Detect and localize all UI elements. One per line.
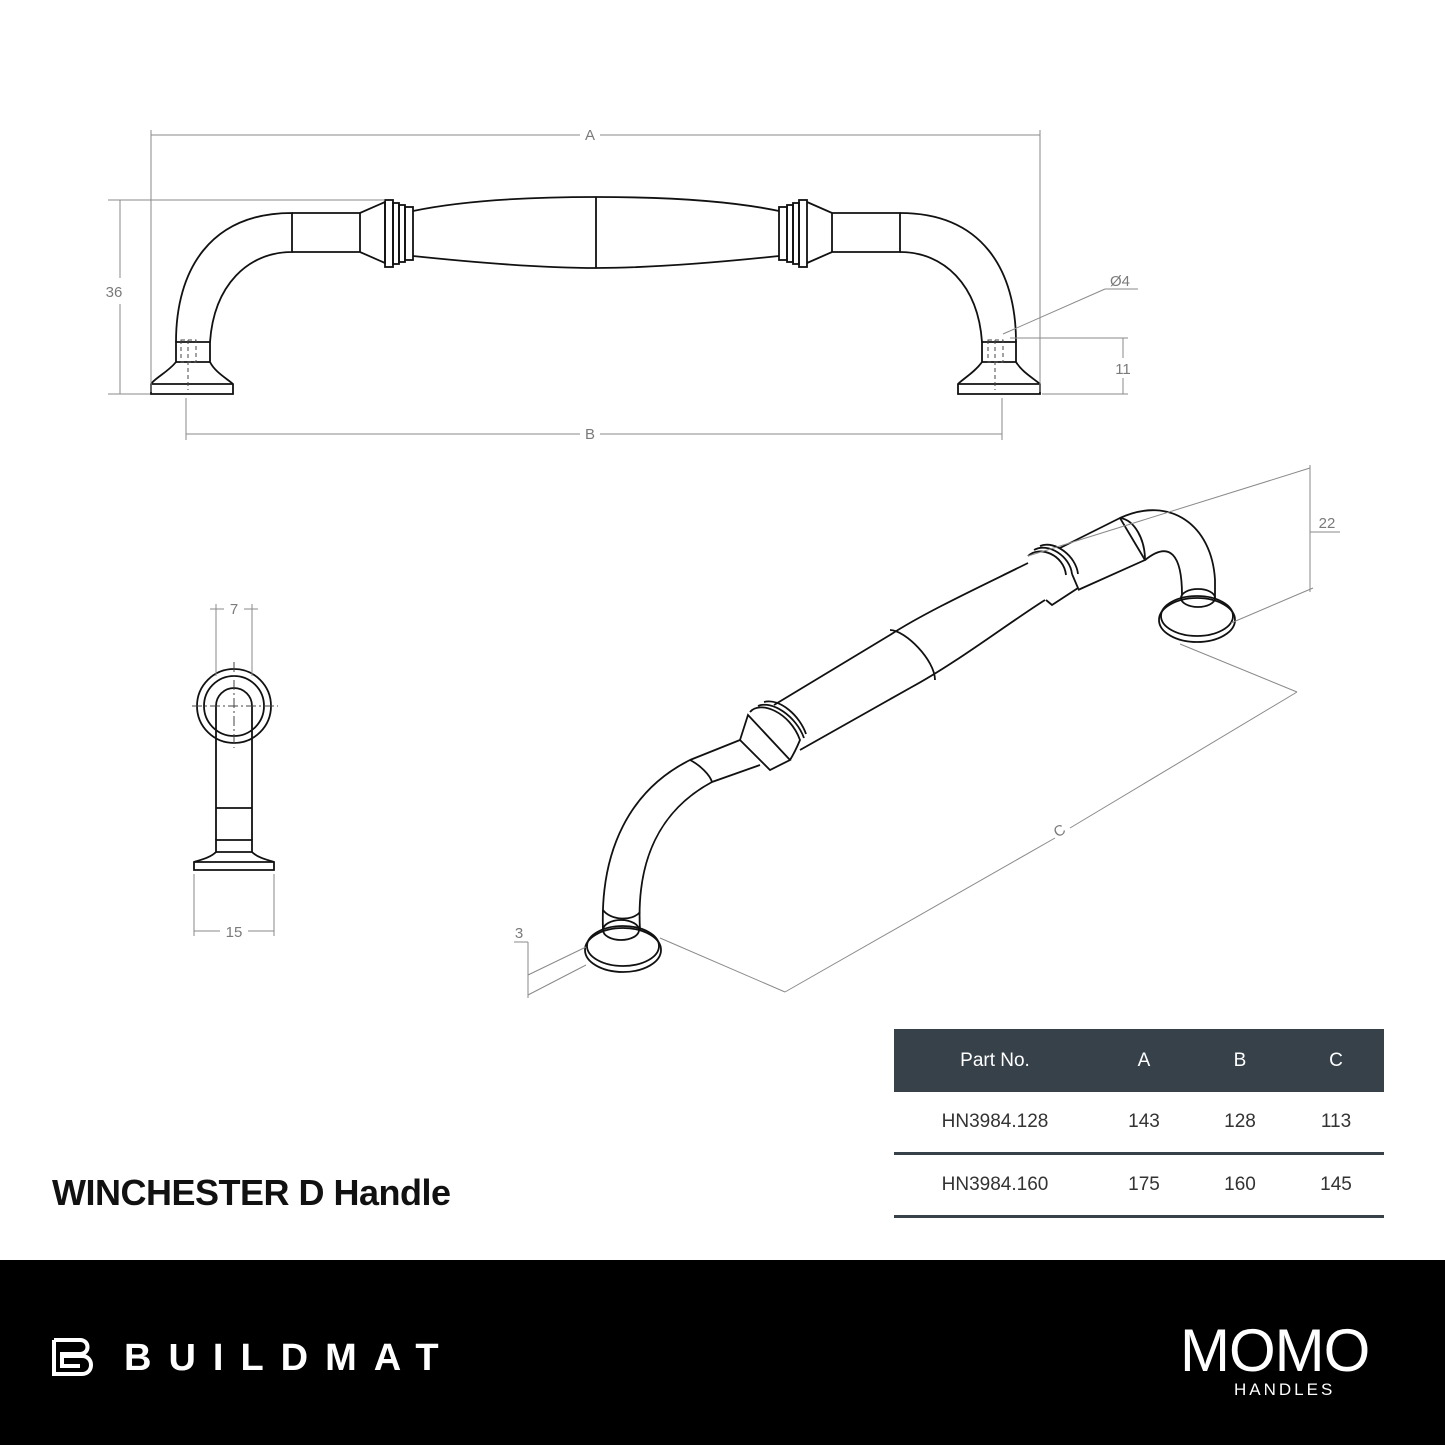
front-view-hidden-lines [180,339,1004,390]
header-a: A [1096,1029,1192,1092]
b-value-cell: 128 [1192,1092,1288,1155]
table-row: HN3984.160 175 160 145 [894,1153,1384,1218]
header-part-no: Part No. [894,1029,1096,1092]
c-value-cell: 145 [1288,1153,1384,1218]
part-number-cell: HN3984.160 [894,1153,1096,1218]
a-value-cell: 175 [1096,1153,1192,1218]
dimension-label-b: B [585,426,595,443]
technical-drawing: A B 36 Ø4 11 7 15 [106,127,1340,998]
dimension-label-iso-base: 3 [515,925,523,942]
front-view-dimensions [108,130,1138,440]
footer-bar [0,1260,1445,1445]
header-c: C [1288,1029,1384,1092]
a-value-cell: 143 [1096,1092,1192,1155]
dimension-label-side-width: 7 [230,601,238,618]
spec-table-header-row: Part No. A B C [894,1029,1384,1092]
front-view [150,196,1041,395]
dimension-label-side-base: 15 [226,924,243,941]
header-b: B [1192,1029,1288,1092]
side-view-dimensions [193,604,275,936]
part-number-cell: HN3984.128 [894,1092,1096,1155]
dimension-label-a: A [585,127,595,144]
dimension-label-depth: 11 [1115,361,1131,378]
table-row: HN3984.128 143 128 113 [894,1092,1384,1155]
isometric-dimensions [514,465,1340,998]
dimension-label-c: C [1051,821,1069,841]
momo-wordmark: MOMO [1180,1317,1370,1384]
b-value-cell: 160 [1192,1153,1288,1218]
dimension-label-diameter: Ø4 [1110,273,1130,290]
spec-table: Part No. A B C HN3984.128 143 128 113 HN… [894,1029,1384,1218]
dimension-label-height: 36 [106,284,123,301]
product-title: WINCHESTER D Handle [52,1172,451,1213]
buildmat-logo-icon [52,1338,93,1376]
buildmat-wordmark: BUILDMAT [124,1337,456,1379]
side-view-centerlines [192,662,278,748]
momo-subtitle: HANDLES [1234,1380,1336,1399]
isometric-view [584,509,1236,973]
c-value-cell: 113 [1288,1092,1384,1155]
dimension-label-iso-height: 22 [1319,515,1336,532]
